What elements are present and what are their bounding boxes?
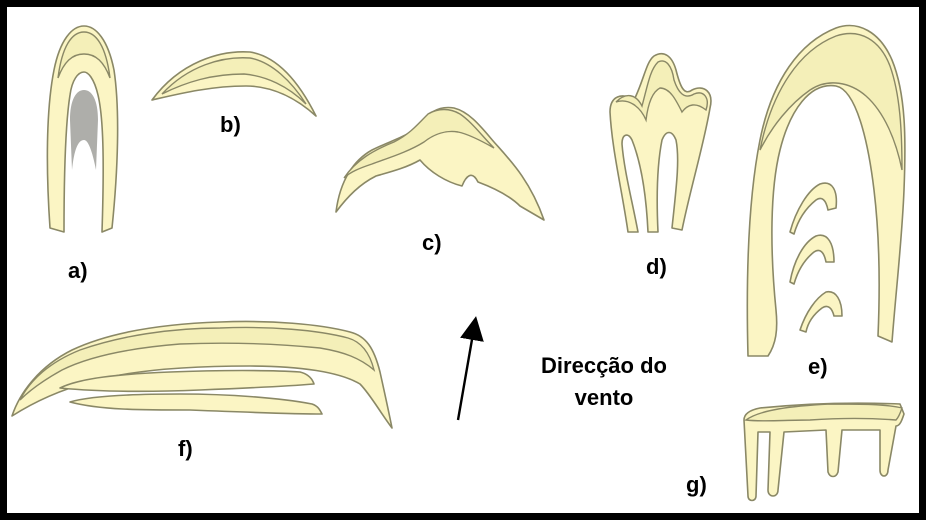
label-e: e) [808,356,828,378]
label-c: c) [422,232,442,254]
dune-f [12,321,392,428]
dune-e [747,26,905,356]
label-f: f) [178,438,193,460]
dune-a [47,26,117,232]
dune-b [152,52,316,116]
dune-g [744,403,904,500]
dune-c [336,108,544,220]
label-a: a) [68,260,88,282]
label-g: g) [686,474,707,496]
label-d: d) [646,256,667,278]
wind-label: Direcção do vento [524,350,684,414]
wind-arrow [458,328,474,420]
wind-label-line1: Direcção do [524,350,684,382]
wind-label-line2: vento [524,382,684,414]
label-b: b) [220,114,241,136]
dune-d [610,54,711,232]
